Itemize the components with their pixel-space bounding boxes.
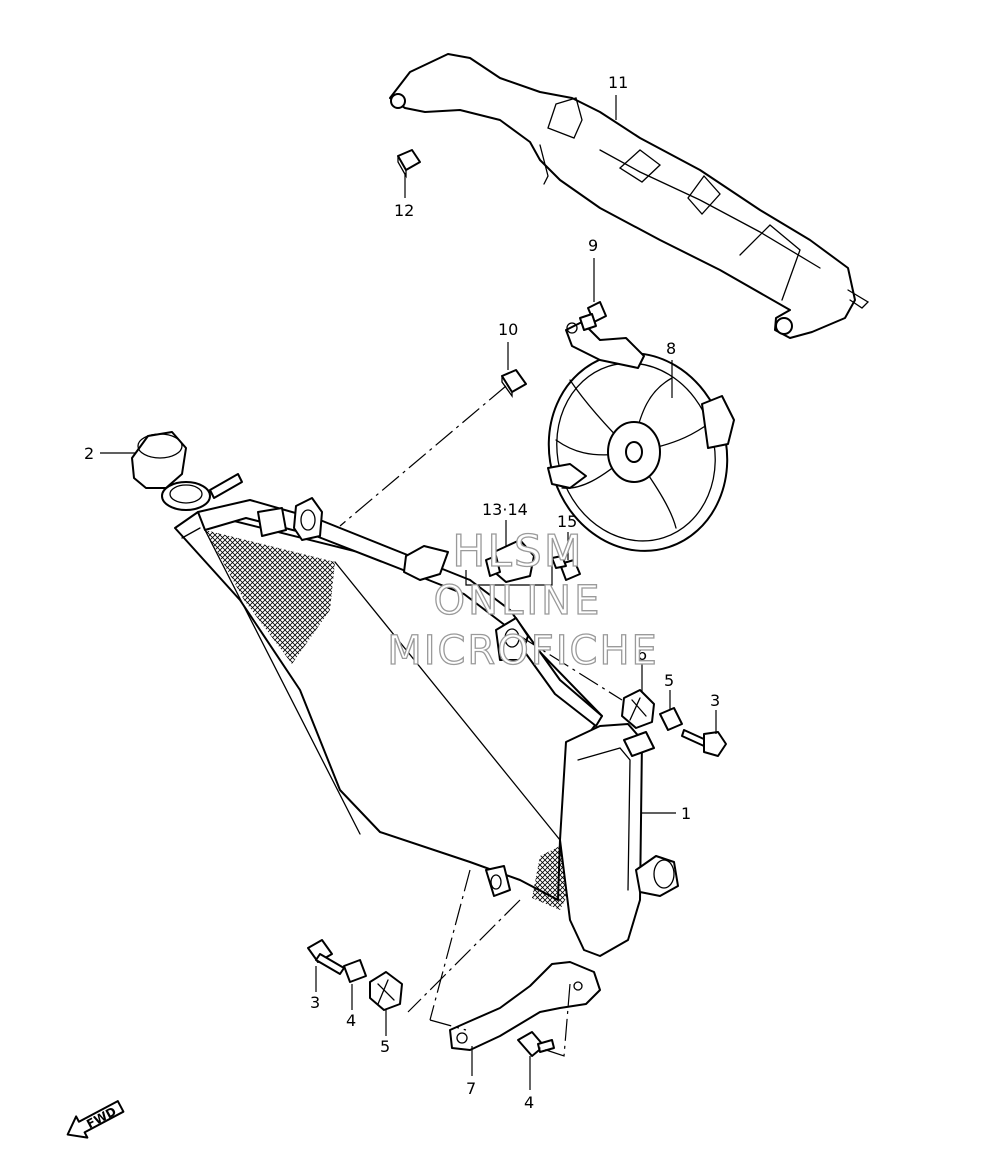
bracket-part-6 xyxy=(449,961,601,1051)
callout-12: 12 xyxy=(394,201,414,220)
callout-11: 11 xyxy=(608,73,628,92)
watermark-line-3: MICROFICHE xyxy=(387,628,659,674)
callout-7: 4 xyxy=(524,1093,534,1112)
callout-5-left: 5 xyxy=(380,1037,390,1056)
callout-13-14: 13·14 xyxy=(482,500,528,519)
callout-4-right: 5 xyxy=(664,671,674,690)
callout-1: 1 xyxy=(681,804,691,823)
callout-9: 9 xyxy=(588,236,598,255)
watermark-line-2: ONLINE xyxy=(434,578,603,624)
callout-6: 7 xyxy=(466,1079,476,1098)
collar-part-4-left xyxy=(343,959,367,983)
callout-2: 2 xyxy=(84,444,94,463)
bolt-part-15 xyxy=(551,555,581,581)
bolt-part-7 xyxy=(517,1031,555,1057)
nut-part-10 xyxy=(501,369,527,399)
bolt-part-9 xyxy=(579,301,607,331)
collar-part-4-right xyxy=(659,707,683,731)
assembly-lines xyxy=(339,385,623,1057)
callout-4-left: 4 xyxy=(346,1011,356,1030)
callout-3-right: 3 xyxy=(710,691,720,710)
bolt-part-3-right xyxy=(681,729,727,757)
callout-15: 15 xyxy=(557,512,577,531)
sensor-part-13-14 xyxy=(485,539,535,583)
callout-5-right: 6 xyxy=(637,645,647,664)
fan-part-8 xyxy=(547,321,735,552)
callout-10: 10 xyxy=(498,320,518,339)
leader-lines xyxy=(100,95,717,1090)
radiator-part-1 xyxy=(161,473,679,957)
clip-part-12 xyxy=(397,149,421,179)
cap-part-2 xyxy=(131,431,187,489)
grommet-part-5-right xyxy=(621,689,655,729)
callout-8: 8 xyxy=(666,339,676,358)
grommet-part-5-left xyxy=(369,971,403,1011)
callout-3-left: 3 xyxy=(310,993,320,1012)
watermark-line-1: HLSM xyxy=(452,526,584,577)
fwd-arrow-icon: FWD xyxy=(66,1100,125,1139)
callout-labels: 11 12 9 10 8 2 13·14 15 6 5 3 1 3 4 5 7 … xyxy=(84,73,720,1112)
fwd-label: FWD xyxy=(84,1104,118,1131)
shroud-part-11 xyxy=(389,53,870,339)
watermark: HLSM ONLINE MICROFICHE xyxy=(387,525,659,674)
bolt-part-3-left xyxy=(307,939,345,975)
